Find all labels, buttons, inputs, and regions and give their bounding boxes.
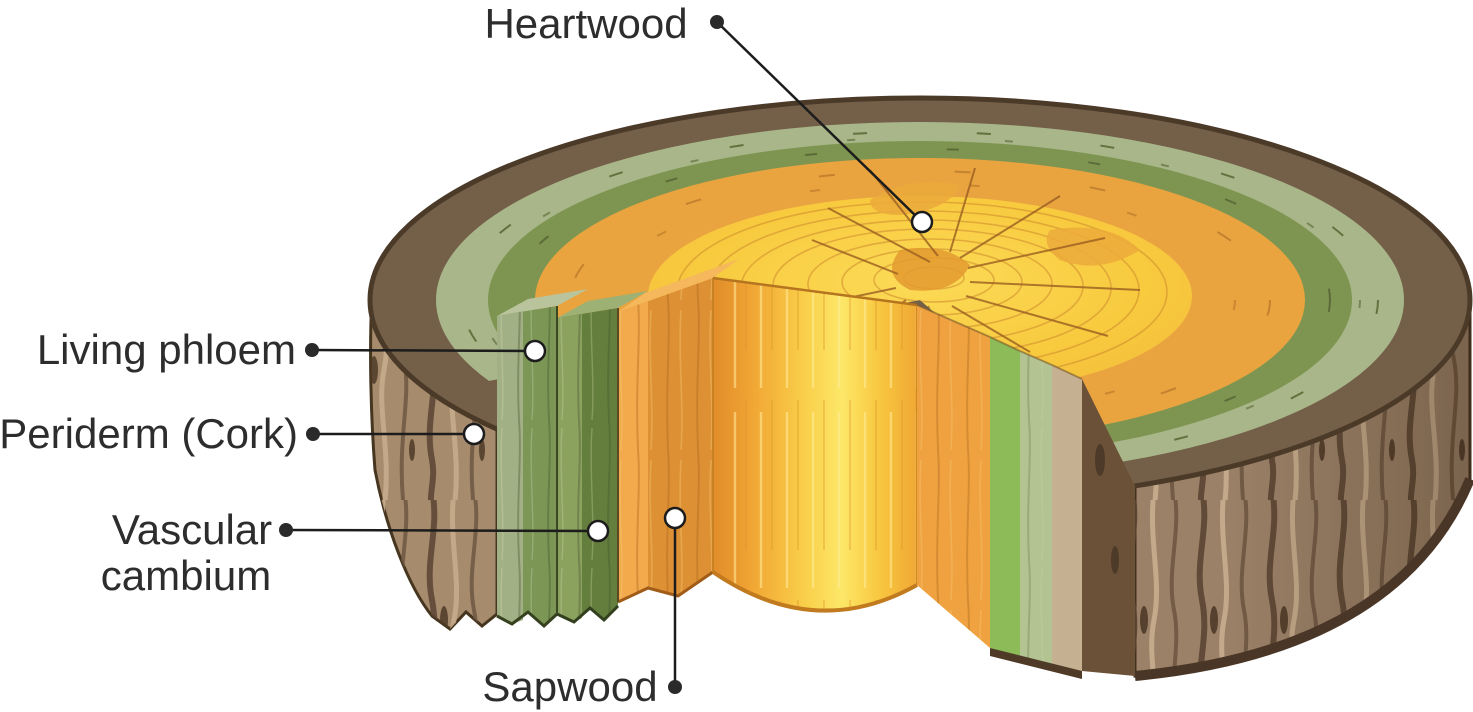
green-ring-ticks (461, 131, 1379, 469)
phloem-step-top (497, 289, 588, 316)
cambium-cut-stripe (990, 337, 1020, 658)
sapwood-endpoint (663, 506, 687, 530)
sapwood-step (617, 278, 714, 604)
periderm-cut-stripe (1052, 365, 1082, 671)
phloem-step (496, 306, 559, 629)
living-phloem-endpoint (523, 339, 547, 363)
callouts (279, 15, 934, 694)
heartwood-label: Heartwood (484, 0, 687, 47)
bark-cut-stripe (1082, 379, 1135, 676)
cut-steps (496, 259, 739, 629)
heartwood-leader-line (716, 21, 923, 223)
sapwood-step-top (618, 259, 739, 312)
vascular-cambium-label-line1: Vascular (112, 506, 272, 553)
periderm-endpoint (462, 422, 486, 446)
vascular-cambium-endpoint (586, 519, 610, 543)
periderm-label: Periderm (Cork) (0, 410, 298, 457)
labels: Heartwood Living phloem Periderm (Cork) … (0, 0, 688, 710)
column-bottom-edge (711, 570, 918, 613)
heartwood-endpoint (910, 210, 934, 234)
cambium-step-top (557, 291, 648, 318)
label-dots (279, 15, 724, 694)
bark-bottom-edge (1134, 477, 1473, 681)
endpoint-markers (462, 210, 934, 543)
living-phloem-leader-line (311, 348, 536, 353)
cut-face-bottom-edge (990, 648, 1082, 679)
orange-ring-ticks (569, 170, 1271, 430)
column-top-edge (712, 276, 918, 307)
vascular-cambium-label-line2: cambium (101, 552, 271, 599)
bark-side-right (1133, 299, 1473, 681)
living-phloem-label: Living phloem (37, 326, 296, 373)
vascular-cambium-leader-line (285, 528, 599, 533)
cut-face-right (916, 304, 1135, 679)
cambium-step (556, 306, 620, 624)
sapwood-label: Sapwood (482, 663, 657, 710)
heartwood-column (711, 276, 918, 613)
